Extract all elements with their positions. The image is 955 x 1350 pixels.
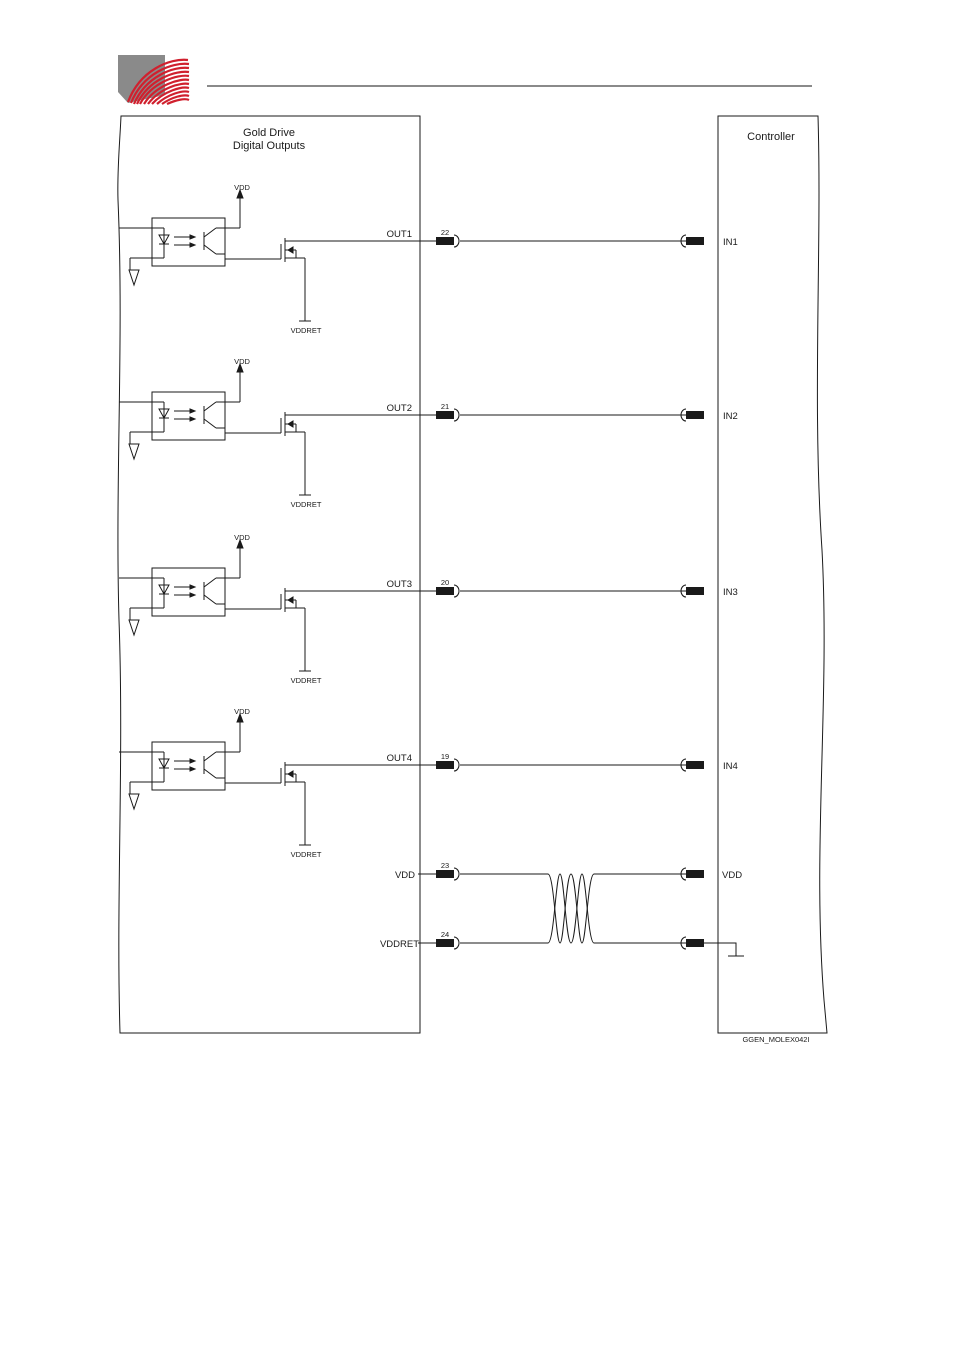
vddret-label: VDDRET [291, 326, 322, 335]
vdd-label: VDD [234, 183, 250, 192]
input-label: IN1 [723, 237, 738, 248]
supply-vddret-pin: 24 [441, 930, 449, 939]
vddret-label: VDDRET [291, 500, 322, 509]
drive-title-line2: Digital Outputs [233, 140, 306, 152]
pin-number: 19 [441, 752, 449, 761]
controller-title: Controller [747, 131, 795, 143]
figure-id: GGEN_MOLEX042I [742, 1035, 809, 1044]
company-logo [118, 55, 189, 104]
supply-vdd-label: VDD [395, 870, 415, 881]
output-channel-4: VDD VDDRET OUT4 19 IN4 [119, 707, 738, 859]
output-channel-3: VDD VDDRET OUT3 20 IN3 [119, 533, 738, 685]
supply-vdd-pin: 23 [441, 861, 449, 870]
output-channel-1: VDD VDDRET OUT1 22 IN1 [119, 183, 738, 335]
output-label: OUT1 [387, 229, 412, 240]
vdd-label: VDD [234, 533, 250, 542]
drive-box [118, 116, 420, 1033]
controller-box [718, 116, 827, 1033]
vdd-label: VDD [234, 357, 250, 366]
controller-vdd-label: VDD [722, 870, 742, 881]
vddret-label: VDDRET [291, 850, 322, 859]
output-channel-2: VDD VDDRET OUT2 21 IN2 [119, 357, 738, 509]
output-label: OUT3 [387, 579, 412, 590]
twisted-pair-cable [548, 874, 594, 943]
input-label: IN4 [723, 761, 738, 772]
supply-vddret-label: VDDRET [380, 939, 419, 950]
input-label: IN3 [723, 587, 738, 598]
input-label: IN2 [723, 411, 738, 422]
pin-number: 22 [441, 228, 449, 237]
output-label: OUT4 [387, 753, 412, 764]
output-label: OUT2 [387, 403, 412, 414]
pin-number: 21 [441, 402, 449, 411]
pin-number: 20 [441, 578, 449, 587]
vddret-label: VDDRET [291, 676, 322, 685]
drive-title-line1: Gold Drive [243, 127, 295, 139]
vdd-label: VDD [234, 707, 250, 716]
